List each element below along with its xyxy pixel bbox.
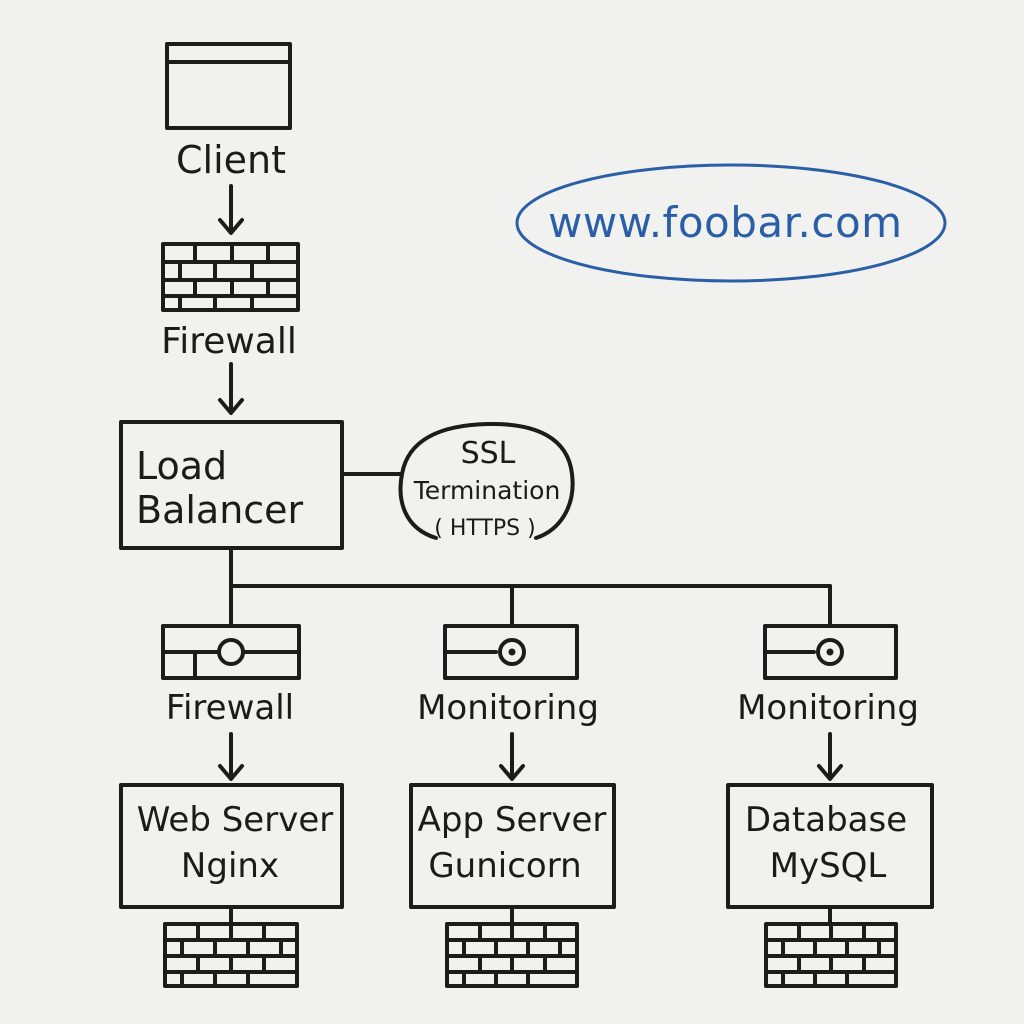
app-server-label-line2: Gunicorn <box>428 846 582 886</box>
arrow-down-icon <box>218 732 244 781</box>
firewall-top-label: Firewall <box>161 321 297 362</box>
web-server-label-line2: Nginx <box>180 846 280 886</box>
web-server-label-line1: Web Server <box>136 800 334 840</box>
ssl-label-line2: Termination <box>413 476 561 505</box>
ssl-label-line3: ( HTTPS ) <box>434 516 536 541</box>
load-balancer-label-line2: Balancer <box>136 488 304 532</box>
brick-firewall-icon <box>163 922 299 988</box>
arrow-down-icon <box>218 362 244 415</box>
brick-firewall-icon <box>161 242 300 312</box>
distribution-bus <box>229 546 832 626</box>
firewall-device-icon <box>161 624 301 680</box>
firewall-branch-label: Firewall <box>165 688 295 728</box>
arrow-down-icon <box>218 184 244 235</box>
url-ellipse <box>515 163 947 283</box>
url-text: www.foobar.com <box>548 198 903 247</box>
arrow-down-icon <box>817 732 843 781</box>
browser-window-icon <box>165 42 292 130</box>
brick-firewall-icon <box>445 922 579 988</box>
database-label-line1: Database <box>744 800 908 840</box>
database-label-line2: MySQL <box>769 846 887 886</box>
brick-firewall-icon <box>764 922 898 988</box>
monitoring-device-icon <box>443 624 579 680</box>
monitoring-device-icon <box>763 624 898 680</box>
load-balancer-label-line1: Load <box>136 444 228 488</box>
client-label: Client <box>175 138 287 182</box>
ssl-label-line1: SSL <box>460 436 516 471</box>
ssl-termination-bubble <box>398 421 575 540</box>
monitoring-db-label: Monitoring <box>737 688 919 728</box>
app-server-label-line1: App Server <box>417 800 607 840</box>
monitoring-app-label: Monitoring <box>417 688 599 728</box>
arrow-down-icon <box>499 732 525 781</box>
